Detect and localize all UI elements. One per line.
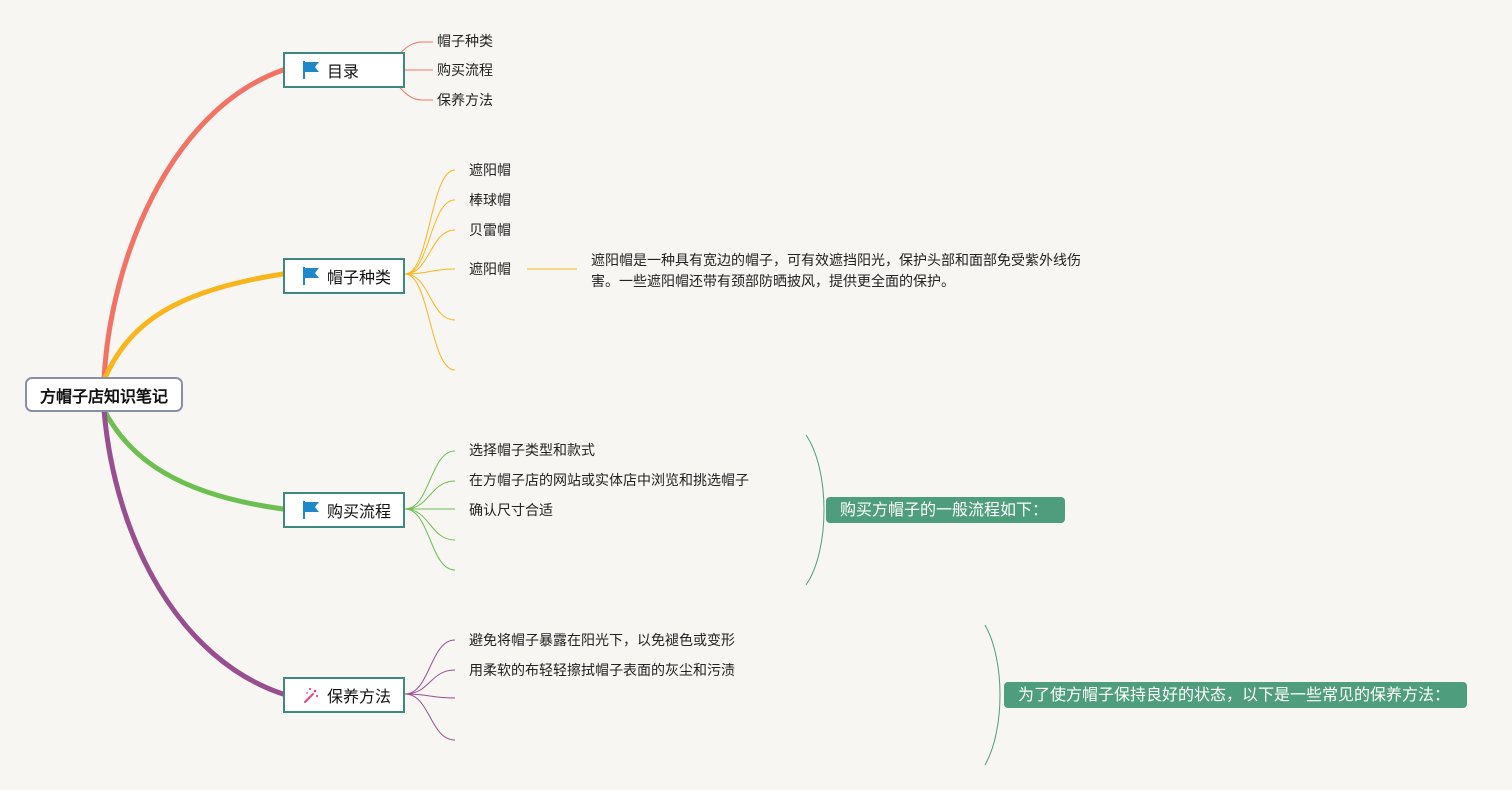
connector-root-catalog [101,67,286,383]
list-item[interactable]: 购买流程 [437,63,493,79]
list-item[interactable]: 保养方法 [437,93,493,109]
blue-flag-icon [301,60,321,80]
blue-flag-icon [301,266,321,286]
branch-label: 帽子种类 [327,268,392,287]
blue-flag-icon [301,500,321,520]
branch-care-methods[interactable]: 保养方法 [283,677,405,713]
branch-purchase-process[interactable]: 购买流程 [283,492,405,528]
list-item[interactable]: 选择帽子类型和款式 [469,443,595,459]
list-item[interactable]: 遮阳帽 [469,163,511,179]
connector-root-care [101,407,286,697]
summary-purchase[interactable]: 购买方帽子的一般流程如下： [826,497,1065,523]
list-item[interactable]: 在方帽子店的网站或实体店中浏览和挑选帽子 [469,473,749,489]
branch-label: 目录 [327,62,360,81]
list-item[interactable]: 用柔软的布轻轻擦拭帽子表面的灰尘和污渍 [469,663,735,679]
list-item[interactable]: 确认尺寸合适 [469,503,553,519]
branch-catalog[interactable]: 目录 [283,52,405,88]
root-topic[interactable]: 方帽子店知识笔记 [25,377,183,412]
summary-bracket-purchase [805,434,825,586]
list-item[interactable]: 贝雷帽 [469,223,511,239]
sun-hat-note[interactable]: 遮阳帽是一种具有宽边的帽子，可有效遮挡阳光，保护头部和面部免受紫外线伤害。一些遮… [591,253,1081,290]
list-item[interactable]: 帽子种类 [437,34,493,50]
connector-root-types [101,271,286,383]
sparkle-wand-icon [301,685,321,705]
summary-bracket-care [984,624,1001,766]
list-item[interactable]: 棒球帽 [469,193,511,209]
branch-label: 保养方法 [327,687,392,706]
summary-care[interactable]: 为了使方帽子保持良好的状态，以下是一些常见的保养方法： [1004,682,1467,708]
list-item[interactable]: 避免将帽子暴露在阳光下，以免褪色或变形 [469,633,735,649]
root-topic-label: 方帽子店知识笔记 [39,386,168,406]
connector-root-purchase [101,407,286,512]
branch-hat-types[interactable]: 帽子种类 [283,258,405,294]
list-item[interactable]: 遮阳帽 [469,262,511,278]
branch-label: 购买流程 [327,502,392,521]
